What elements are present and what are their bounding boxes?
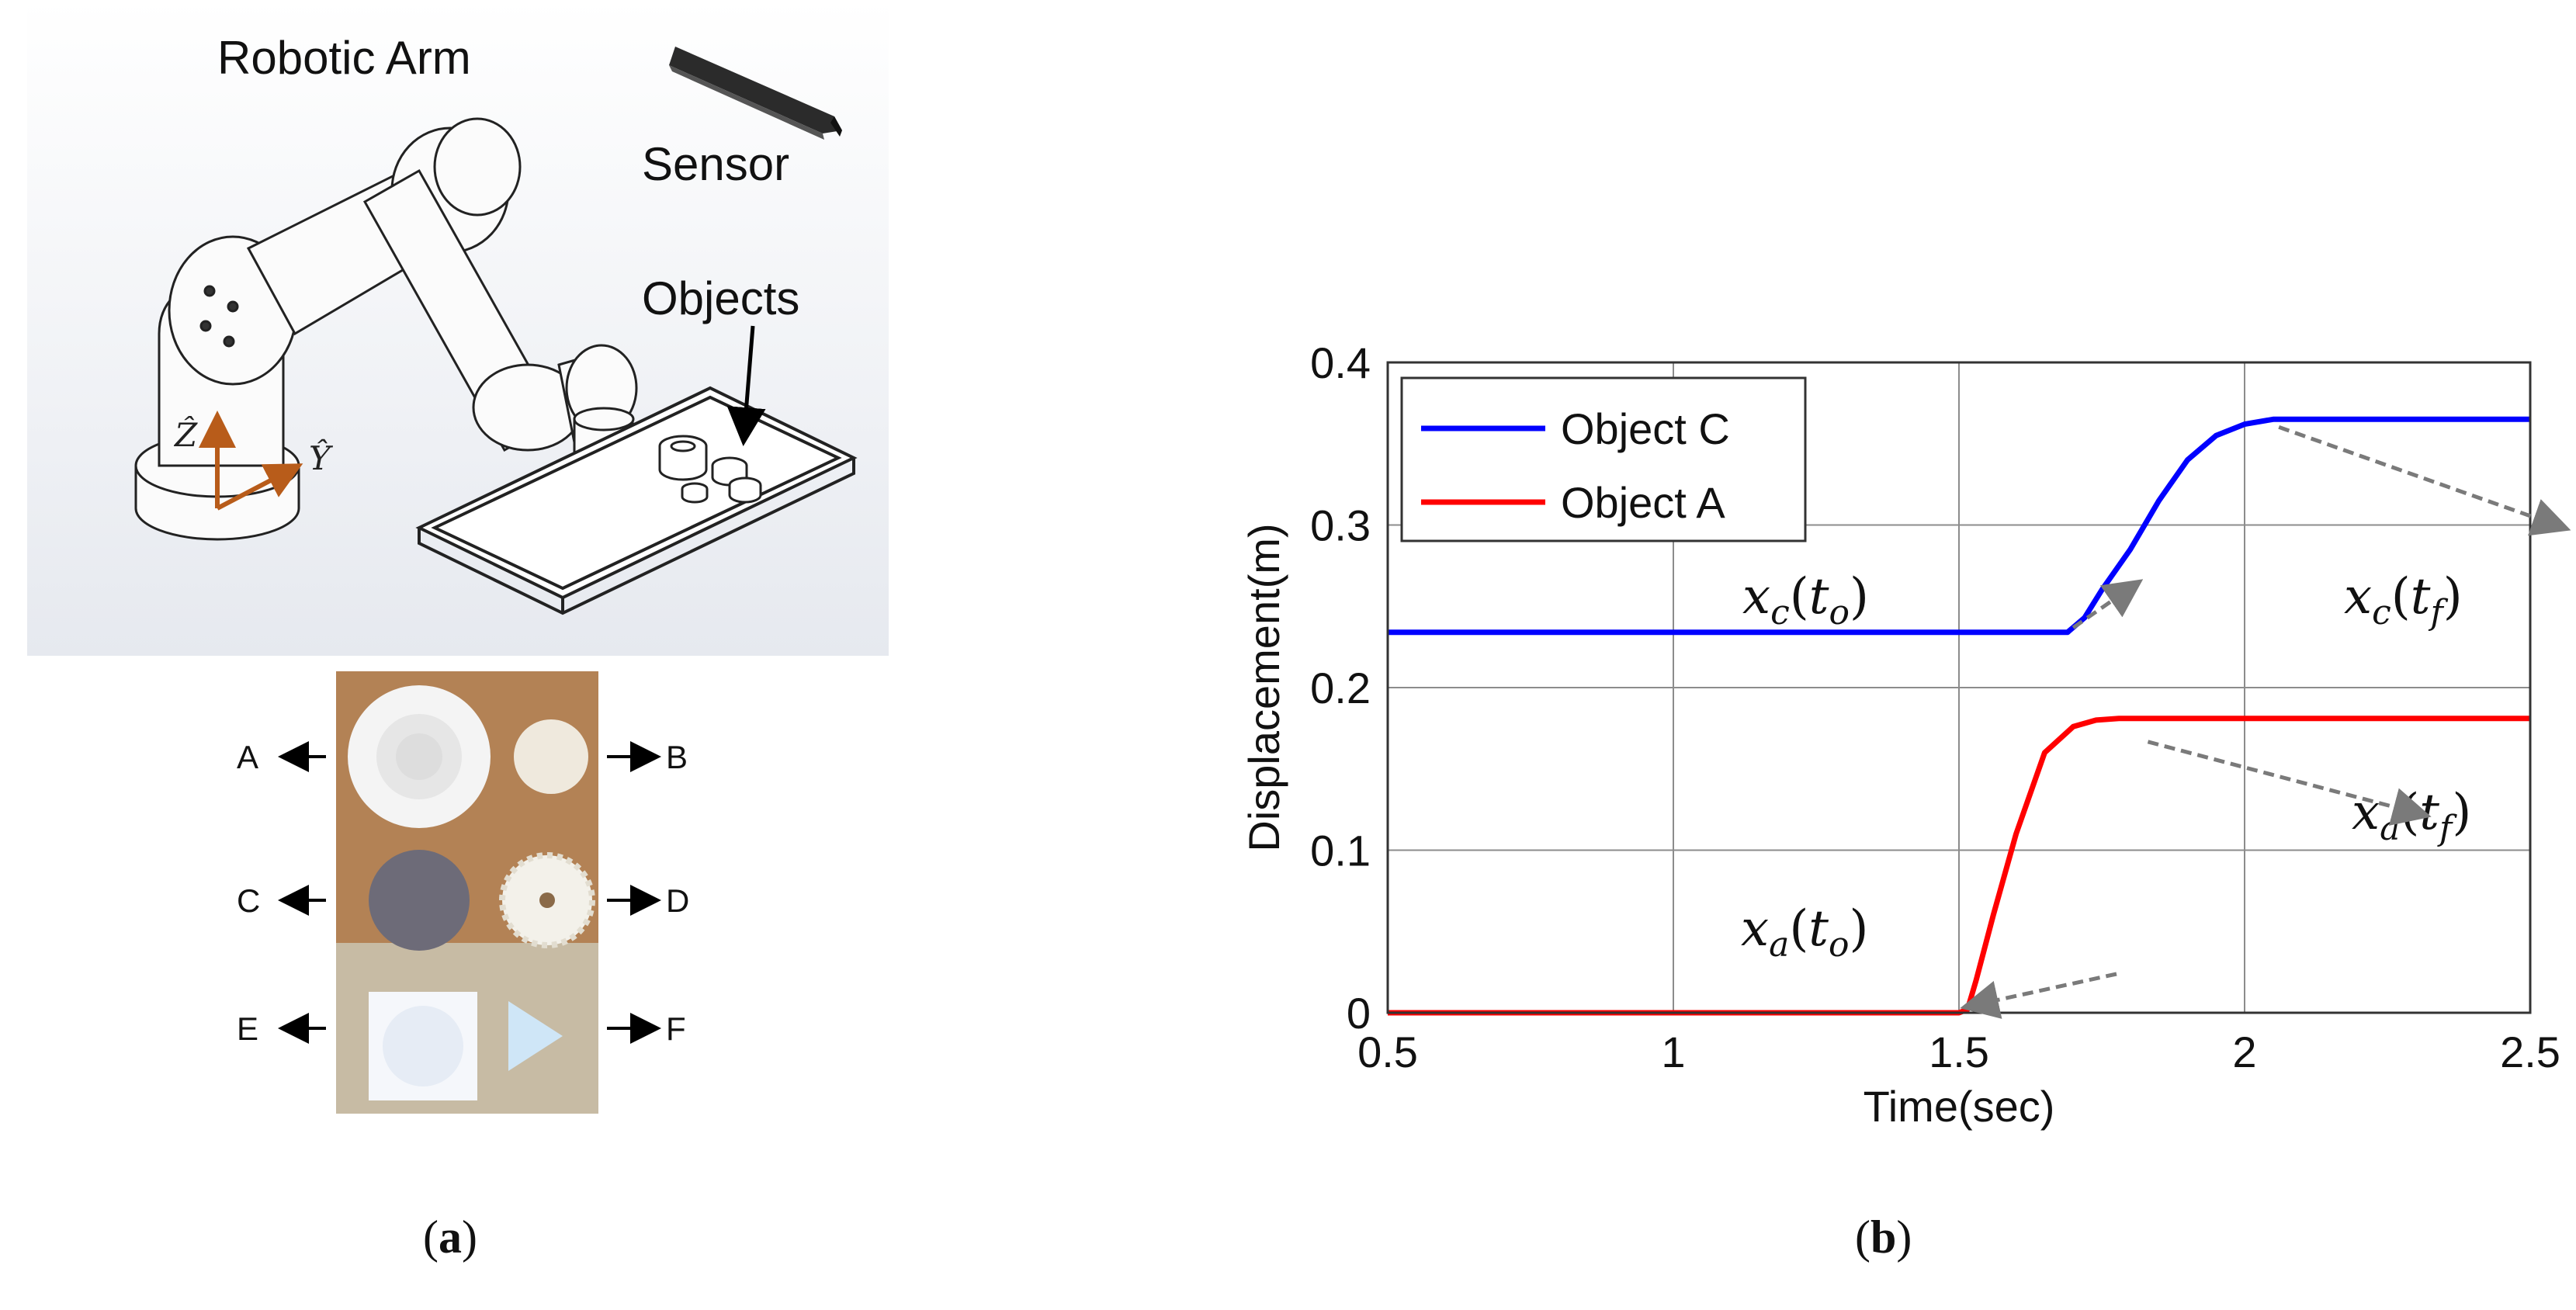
object-label-e: E [237, 1010, 258, 1047]
x-tick-label: 2.5 [2500, 1028, 2560, 1076]
y-axis-label: Displacement(m) [1239, 523, 1288, 851]
x-tick-label: 0.5 [1357, 1028, 1418, 1076]
object-label-c: C [237, 882, 260, 919]
x-tick-label: 2 [2232, 1028, 2256, 1076]
axis-z-label: Ẑ [173, 415, 198, 454]
annotation-xa-tf: xa(tf) [2352, 784, 2471, 848]
annotation-xc-to: xc(to) [1742, 568, 1869, 632]
object-label-b: B [666, 739, 688, 775]
annotation-arrow [2072, 579, 2144, 629]
axis-y-label: Ŷ [309, 438, 334, 477]
chart-annotations: xc(to) xc(tf) xa(tf) xa(to) [1741, 425, 2571, 1019]
panel-a-caption: (a) [423, 1211, 477, 1263]
y-tick-label: 0.2 [1310, 664, 1371, 712]
legend-box [1400, 376, 1807, 542]
object-label-a: A [237, 739, 258, 775]
sensor-device [669, 47, 842, 140]
legend-entry-label: Object C [1561, 404, 1730, 453]
x-tick-label: 1 [1661, 1028, 1685, 1076]
annotation-arrow [2147, 740, 2432, 826]
object-e-image [369, 992, 477, 1100]
annotation-xc-tf: xc(tf) [2344, 568, 2463, 632]
object-b-image [514, 719, 588, 794]
chart-legend: Object C Object A [1400, 376, 1807, 542]
x-axis-label: Time(sec) [1864, 1082, 2055, 1131]
y-tick-label: 0 [1347, 989, 1371, 1038]
object-label-f: F [666, 1010, 686, 1047]
robot-setup-figure: Ẑ Ŷ Robotic Arm Sensor Ob [27, 0, 889, 1114]
object-d-image [499, 852, 595, 948]
object-c-image [369, 850, 470, 951]
y-tick-label: 0.1 [1310, 827, 1371, 875]
x-tick-label: 1.5 [1929, 1028, 1989, 1076]
object-label-d: D [666, 882, 689, 919]
annotation-xa-to: xa(to) [1741, 900, 1868, 965]
series-line-object-c [1388, 416, 2530, 636]
sensor-label: Sensor [642, 138, 789, 190]
annotation-arrow [1960, 972, 2117, 1019]
panel-a: Ẑ Ŷ Robotic Arm Sensor Ob [0, 0, 962, 1306]
object-f-image [508, 1001, 563, 1071]
plot-frame [1386, 361, 2532, 1014]
objects-label: Objects [642, 272, 799, 324]
legend-entry-label: Object A [1561, 478, 1725, 527]
base-coordinate-axes: Ẑ Ŷ [173, 411, 334, 511]
object-labels [278, 741, 661, 1044]
objects-pointer-arrow [726, 325, 766, 446]
y-tick-label: 0.4 [1310, 338, 1371, 387]
y-tick-label: 0.3 [1310, 501, 1371, 550]
robotic-arm-label: Robotic Arm [217, 32, 471, 84]
objects-photo [336, 671, 598, 1114]
panel-b-caption: (b) [1855, 1211, 1912, 1263]
